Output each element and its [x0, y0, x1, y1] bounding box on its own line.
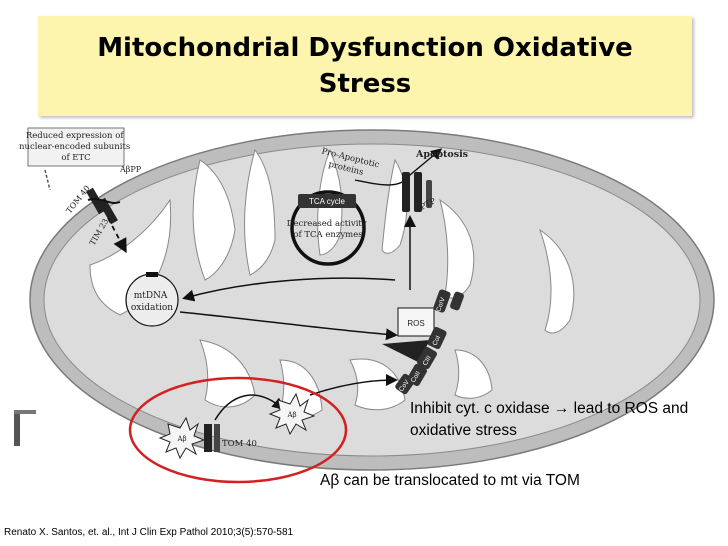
abeta-label-right: Aβ [286, 411, 296, 419]
decreased-activity-label: Decreased activity of TCA enzymes [287, 219, 370, 240]
complex-label-ciii: CIII [422, 355, 433, 367]
title-box: Mitochondrial Dysfunction Oxidative Stre… [38, 16, 692, 116]
ros-label: ROS [407, 319, 424, 328]
abeta-import [158, 374, 398, 460]
tca-cycle-badge [298, 194, 356, 208]
abpp-label: AβPP [119, 165, 142, 174]
etc-complexes [395, 289, 464, 395]
ros-triangle [382, 340, 430, 362]
abeta-label-left: Aβ [176, 435, 186, 443]
note-translocated: Aβ can be translocated to mt via TOM [320, 472, 580, 489]
tca-cycle-ring [290, 190, 366, 266]
ptp-channel [402, 172, 432, 212]
complex-label-coi: CoI [431, 335, 442, 347]
highlight-circle [128, 376, 348, 484]
tom40-bottom-label: TOM 40 [222, 439, 257, 449]
note-inhibit: Inhibit cyt. c oxidase → lead to ROS and… [410, 400, 689, 439]
mtdna-label: mtDNA oxidation [131, 291, 173, 313]
reduced-expression-box [27, 127, 125, 167]
apoptosis-label: Apoptosis [415, 149, 468, 160]
tca-cycle-label: TCA cycle [309, 197, 346, 206]
citation: Renato X. Santos, et. al., Int J Clin Ex… [4, 527, 294, 538]
import-channel-top [86, 187, 127, 254]
ros-box [397, 307, 435, 337]
page-title: Mitochondrial Dysfunction Oxidative Stre… [97, 33, 633, 99]
complex-label-coiv: CoIV [435, 296, 447, 313]
reduced-expression-label: Reduced expression of nuclear-encoded su… [19, 131, 133, 163]
